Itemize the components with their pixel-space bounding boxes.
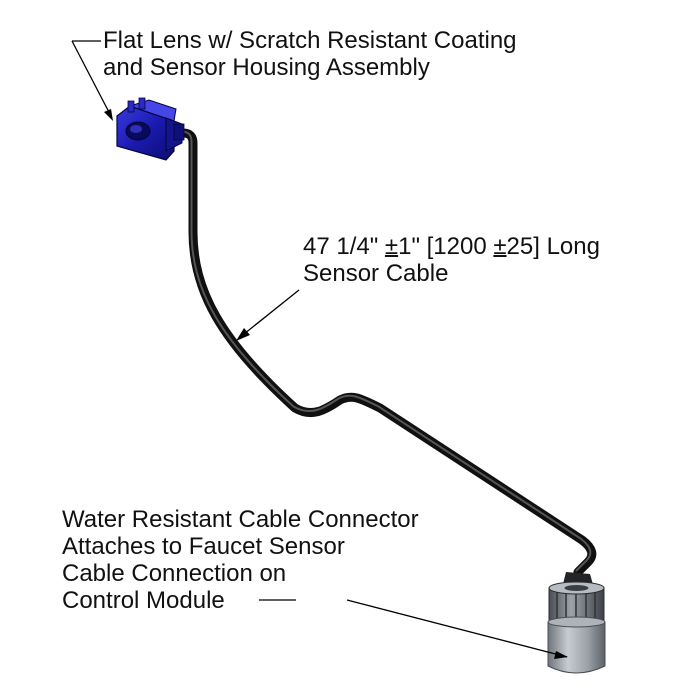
leader-lines bbox=[71, 40, 568, 659]
cable-length-callout: 47 1/4" ±1" [1200 ±25] Long Sensor Cable bbox=[303, 233, 600, 287]
lens-housing-callout: Flat Lens w/ Scratch Resistant Coating a… bbox=[103, 27, 517, 81]
sensor-housing-assembly bbox=[116, 97, 185, 161]
connector-callout-line-1: Water Resistant Cable Connector bbox=[62, 506, 419, 533]
connector-callout: Water Resistant Cable Connector Attaches… bbox=[62, 506, 419, 614]
connector-callout-line-3: Cable Connection on bbox=[62, 560, 287, 587]
connector-callout-line-2: Attaches to Faucet Sensor bbox=[62, 533, 345, 560]
sensor-cable bbox=[169, 128, 597, 577]
leader-connector bbox=[259, 599, 568, 659]
lens-callout-line-1: Flat Lens w/ Scratch Resistant Coating bbox=[103, 27, 517, 54]
leader-cable bbox=[236, 289, 300, 341]
cable-length-metric: 1" [1200 bbox=[398, 233, 494, 260]
water-resistant-connector bbox=[547, 572, 606, 674]
cable-callout-line-2: Sensor Cable bbox=[303, 260, 449, 287]
plus-minus-symbol: ± bbox=[493, 233, 507, 260]
leader-lens bbox=[71, 40, 113, 121]
plus-minus-symbol: ± bbox=[384, 233, 399, 260]
cable-callout-line-1: 47 1/4" ±1" [1200 ±25] Long bbox=[303, 233, 600, 260]
cable-length-imperial: 47 1/4" bbox=[303, 233, 385, 260]
connector-callout-line-4: Control Module bbox=[62, 587, 225, 614]
cable-length-suffix: 25] Long bbox=[506, 233, 600, 260]
lens-callout-line-2: and Sensor Housing Assembly bbox=[103, 54, 430, 81]
